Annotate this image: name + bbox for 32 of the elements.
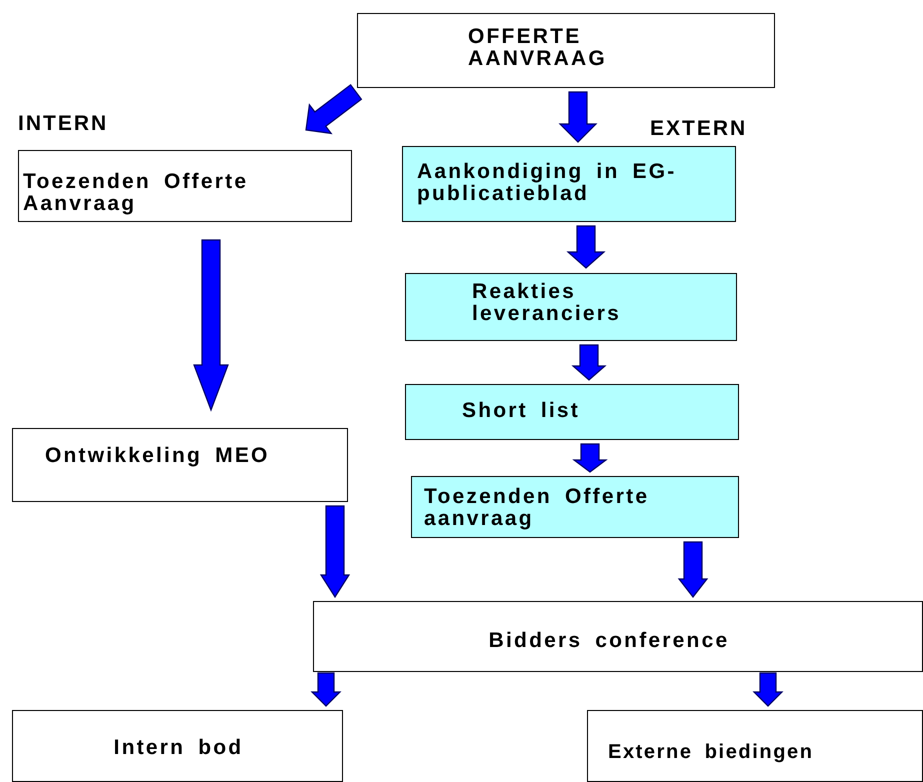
block-arrow [305,84,362,134]
section-label: EXTERN [650,117,748,141]
box-text: Externe biedingen [608,741,815,763]
block-arrow [310,672,342,707]
process-box [405,273,737,341]
box-text: OFFERTE AANVRAAG [468,26,608,70]
process-box [12,428,348,502]
box-text: Bidders conference [488,630,730,652]
process-box [12,710,343,782]
block-arrow [320,505,350,598]
block-arrow [678,541,708,598]
box-text: Intern bod [112,737,244,759]
process-box [18,150,352,222]
block-arrow [558,91,598,143]
process-box [313,601,923,672]
box-text: Toezenden Offerte aanvraag [424,486,650,530]
block-arrow [752,672,784,707]
box-text: Aankondiging in EG- publicatieblad [417,161,678,205]
box-text: Short list [462,400,582,422]
process-box [402,146,736,222]
process-box [357,13,775,88]
block-arrow [572,443,608,473]
box-text: Reakties leveranciers [472,281,622,325]
box-text: Ontwikkeling MEO [45,445,271,467]
box-text: Toezenden Offerte Aanvraag [23,171,250,215]
block-arrow [193,239,229,412]
block-arrow [571,344,607,381]
block-arrow [566,225,606,269]
process-box [411,476,739,538]
section-label: INTERN [18,112,108,136]
process-box [587,710,923,782]
process-box [405,384,739,440]
